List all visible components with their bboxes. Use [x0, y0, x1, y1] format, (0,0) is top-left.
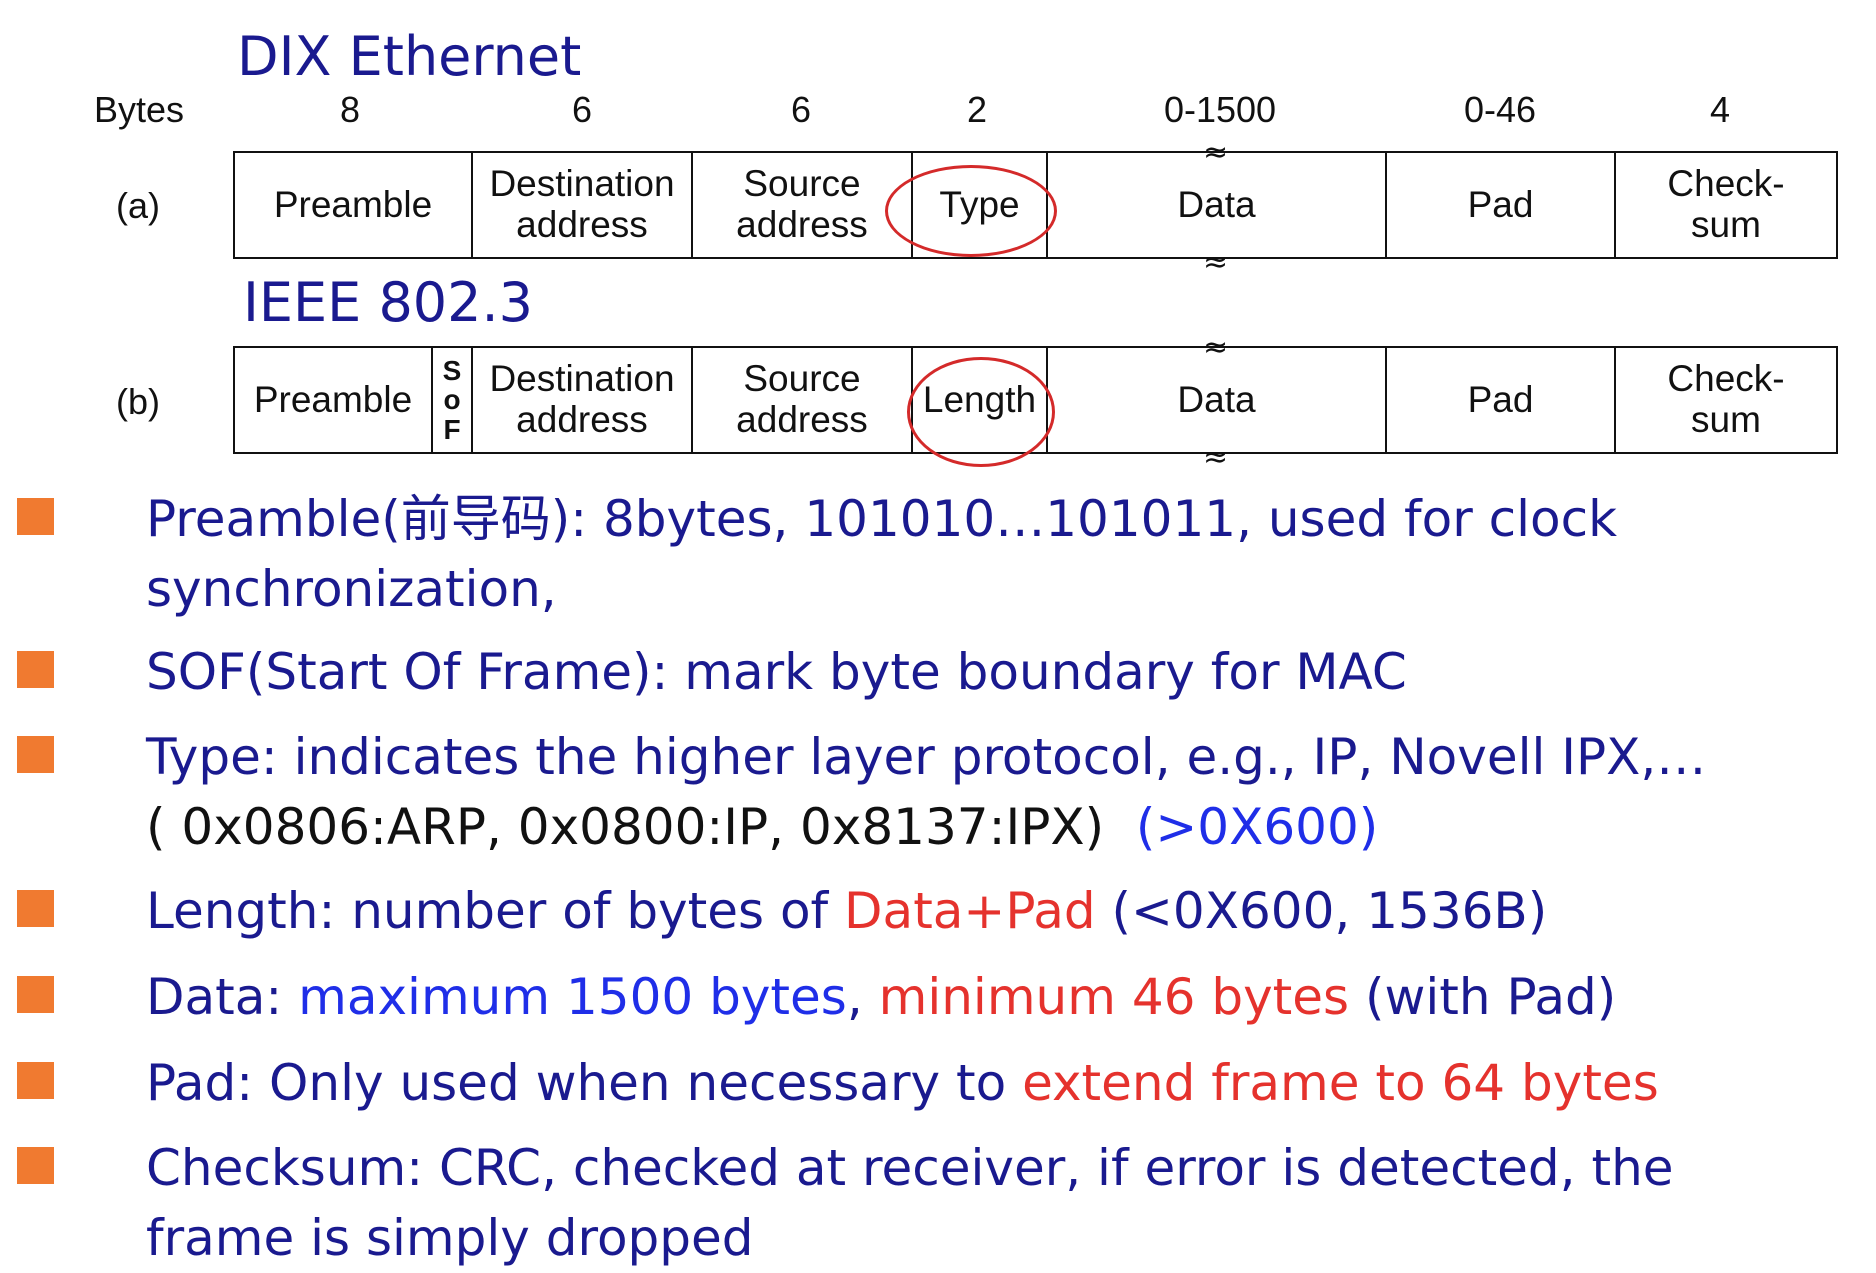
type-range: (>0X600) [1135, 798, 1379, 856]
bullet-square-icon [17, 651, 54, 688]
sof-letter-s: S [442, 354, 462, 386]
bytes-destination: 6 [571, 89, 593, 130]
type-codes: ( 0x0806:ARP, 0x0800:IP, 0x8137:IPX) [146, 798, 1105, 856]
field-checksum: Check-sum [1616, 348, 1836, 452]
field-source-line2: address [736, 399, 868, 440]
checksum-text-line1: Checksum: CRC, checked at receiver, if e… [146, 1139, 1674, 1197]
field-checksum-line2: sum [1691, 399, 1761, 440]
bullet-text: Preamble(前导码): 8bytes, 101010…101011, us… [146, 484, 1866, 624]
sof-letter-f: F [443, 413, 461, 445]
field-length-label: Length [922, 378, 1037, 420]
bullet-square-icon [17, 1147, 54, 1184]
bullet-square-icon [17, 1062, 54, 1099]
dix-ethernet-title: DIX Ethernet [237, 25, 582, 88]
data-text-e: (with Pad) [1349, 968, 1617, 1026]
field-pad: Pad [1387, 153, 1616, 257]
bullet-square-icon [17, 890, 54, 927]
field-source-line1: Source [743, 358, 861, 400]
field-preamble: Preamble [235, 348, 433, 452]
field-pad-label: Pad [1467, 183, 1534, 225]
break-mark-icon: ≈ [1203, 135, 1229, 170]
field-checksum-line1: Check- [1667, 163, 1785, 205]
bytes-data: 0-1500 [1163, 89, 1277, 130]
bullet-text: Pad: Only used when necessary to extend … [146, 1048, 1866, 1118]
length-data-pad: Data+Pad [844, 882, 1096, 940]
data-text-c: , [846, 968, 879, 1026]
break-mark-icon: ≈ [1203, 245, 1229, 280]
bullet-square-icon [17, 736, 54, 773]
field-pad: Pad [1387, 348, 1616, 452]
length-text-c: (<0X600, 1536B) [1095, 882, 1548, 940]
bullet-square-icon [17, 976, 54, 1013]
length-text-a: Length: number of bytes of [146, 882, 845, 940]
bytes-header-label: Bytes [94, 89, 185, 130]
field-destination-line2: address [516, 204, 648, 245]
data-minimum: minimum 46 bytes [878, 968, 1350, 1026]
sof-text: SOF(Start Of Frame): mark byte boundary … [146, 643, 1407, 701]
ieee-802-3-title: IEEE 802.3 [243, 271, 534, 334]
preamble-chinese-term: 前导码 [400, 490, 551, 548]
bytes-source: 6 [790, 89, 812, 130]
field-source-line1: Source [743, 163, 861, 205]
pad-extend-frame: extend frame to 64 bytes [1022, 1054, 1659, 1112]
bytes-checksum: 4 [1709, 89, 1731, 130]
bullet-text: SOF(Start Of Frame): mark byte boundary … [146, 637, 1866, 707]
break-mark-icon: ≈ [1203, 330, 1229, 365]
field-data: Data [1048, 348, 1387, 452]
bullet-text: Length: number of bytes of Data+Pad (<0X… [146, 876, 1866, 946]
pad-text-a: Pad: Only used when necessary to [146, 1054, 1023, 1112]
field-preamble: Preamble [235, 153, 473, 257]
field-pad-label: Pad [1467, 378, 1534, 420]
field-type: Type [913, 153, 1048, 257]
frame-b-label: (b) [116, 381, 160, 422]
field-preamble-label: Preamble [253, 378, 413, 420]
preamble-text-a: Preamble( [146, 490, 401, 548]
bullet-square-icon [17, 498, 54, 535]
checksum-text-line2: frame is simply dropped [146, 1209, 754, 1267]
field-destination-line1: Destination [489, 163, 675, 205]
field-source-line2: address [736, 204, 868, 245]
bytes-type: 2 [966, 89, 988, 130]
field-data: Data [1048, 153, 1387, 257]
sof-letter-o: o [443, 384, 461, 416]
frame-a-label: (a) [116, 185, 160, 226]
type-text-line1: Type: indicates the higher layer protoco… [146, 728, 1707, 786]
bullet-text: Data: maximum 1500 bytes, minimum 46 byt… [146, 962, 1866, 1032]
field-checksum: Check-sum [1616, 153, 1836, 257]
field-length: Length [913, 348, 1048, 452]
field-checksum-line1: Check- [1667, 358, 1785, 400]
bytes-pad: 0-46 [1463, 89, 1537, 130]
break-mark-icon: ≈ [1203, 440, 1229, 475]
field-destination-line1: Destination [489, 358, 675, 400]
bullet-text: Checksum: CRC, checked at receiver, if e… [146, 1133, 1866, 1273]
field-data-label: Data [1177, 183, 1256, 225]
bytes-preamble: 8 [339, 89, 361, 130]
field-checksum-line2: sum [1691, 204, 1761, 245]
field-preamble-label: Preamble [273, 183, 433, 225]
data-text-a: Data: [146, 968, 299, 1026]
field-destination-line2: address [516, 399, 648, 440]
field-sof: S o F [433, 348, 473, 452]
preamble-text-line2: synchronization, [146, 560, 557, 618]
data-maximum: maximum 1500 bytes [298, 968, 847, 1026]
field-type-label: Type [939, 183, 1020, 225]
bullet-text: Type: indicates the higher layer protoco… [146, 722, 1866, 862]
field-data-label: Data [1177, 378, 1256, 420]
preamble-text-b: ): 8bytes, 101010…101011, used for clock [550, 490, 1618, 548]
